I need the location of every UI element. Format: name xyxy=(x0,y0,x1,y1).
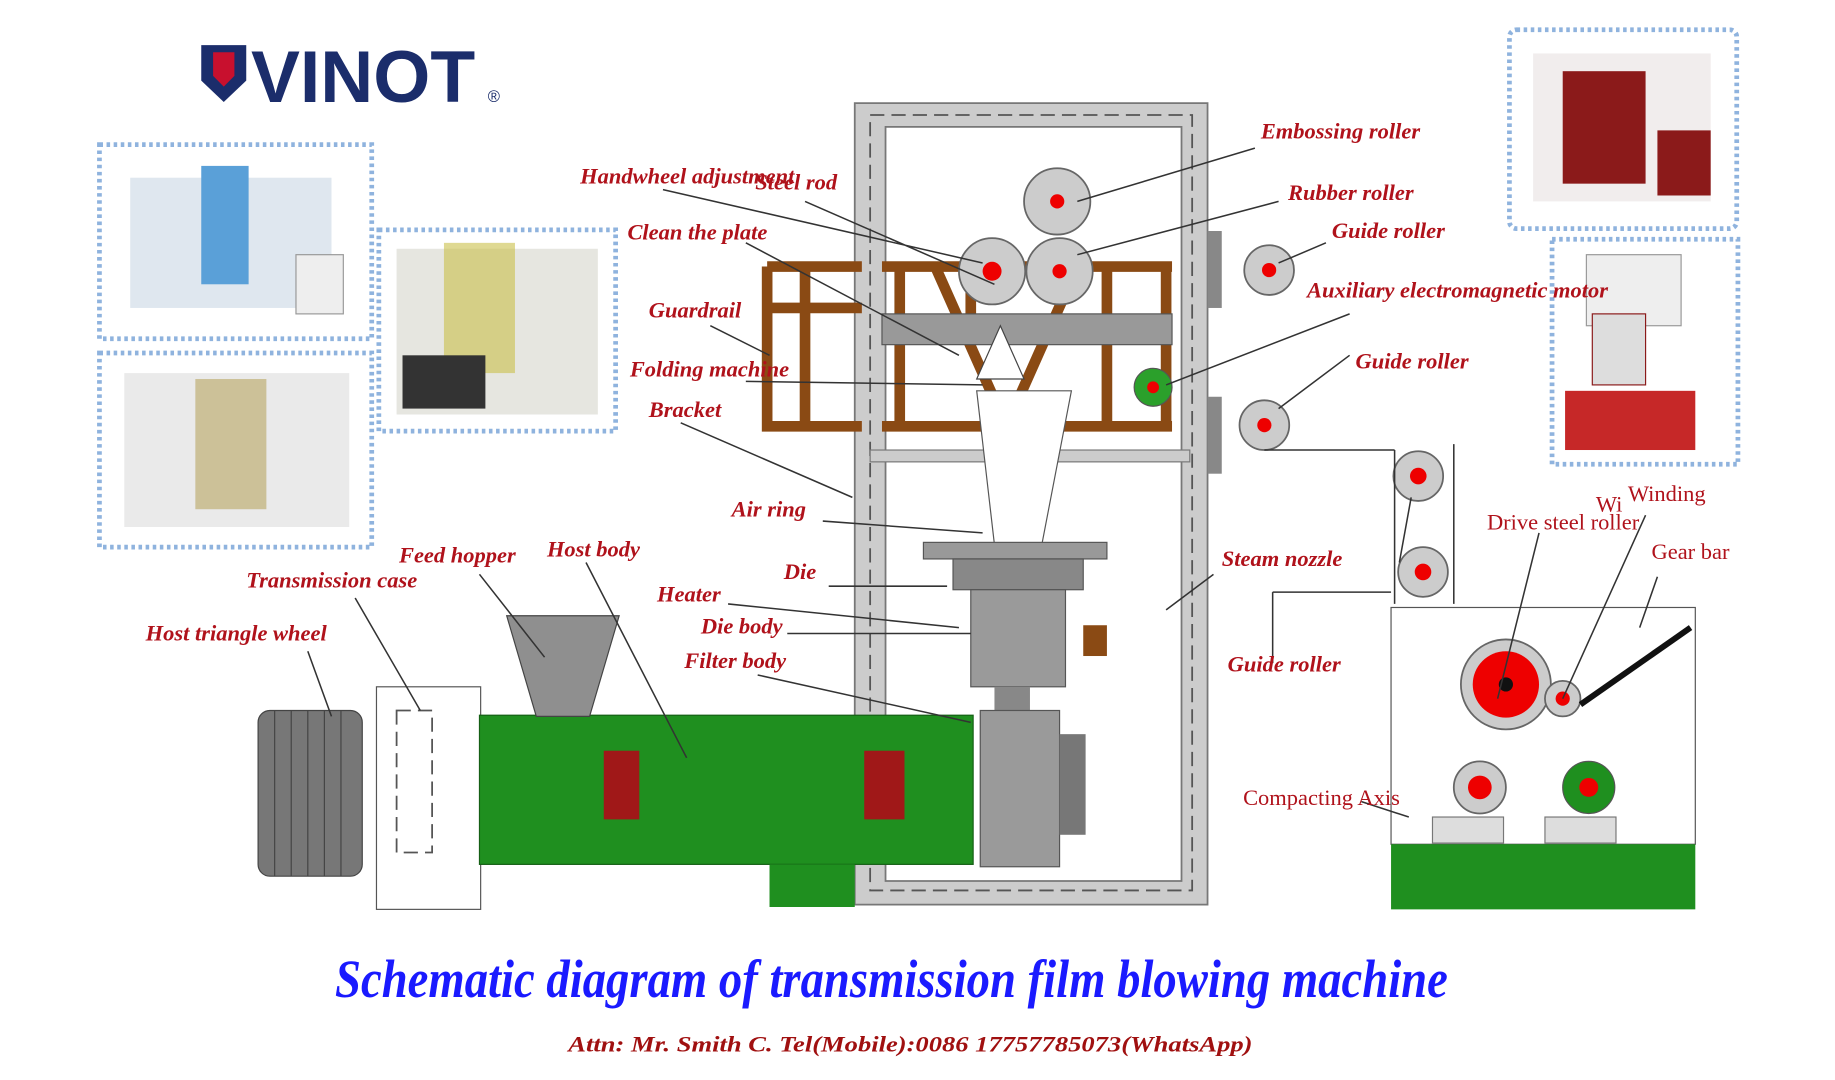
logo-text: VINOT xyxy=(251,36,475,118)
label-die: Die xyxy=(783,559,816,584)
label-auxiliary-motor: Auxiliary electromagnetic motor xyxy=(1305,277,1608,302)
label-host-body: Host body xyxy=(546,537,641,562)
label-guide-roller-1: Guide roller xyxy=(1332,218,1445,243)
brand-logo: VINOT ® xyxy=(201,36,500,118)
product-photo-4 xyxy=(1507,27,1740,232)
label-rubber-roller: Rubber roller xyxy=(1287,180,1414,205)
extruder xyxy=(257,615,974,910)
label-compacting-axis: Compacting Axis xyxy=(1243,785,1400,810)
label-host-triangle-wheel: Host triangle wheel xyxy=(145,621,328,646)
label-handwheel-adjustment: Handwheel adjustment xyxy=(579,164,795,189)
registered-mark: ® xyxy=(488,87,500,106)
label-air-ring: Air ring xyxy=(730,496,806,521)
product-photo-5 xyxy=(1549,236,1741,467)
label-guardrail: Guardrail xyxy=(649,297,742,322)
label-folding-machine: Folding machine xyxy=(629,357,789,382)
leader-lines xyxy=(307,147,1659,818)
winder xyxy=(1390,606,1696,910)
label-bracket: Bracket xyxy=(648,397,722,422)
rollers-top xyxy=(958,167,1455,604)
label-steel-rod: Steel rod xyxy=(755,170,838,195)
bubble-and-die xyxy=(922,390,1108,868)
product-photo-3 xyxy=(97,350,375,550)
label-drive-steel-roller: Drive steel roller xyxy=(1487,509,1640,534)
label-guide-roller-3: Guide roller xyxy=(1228,651,1341,676)
label-heater: Heater xyxy=(656,582,721,607)
contact-info: Attn: Mr. Smith C. Tel(Mobile):0086 1775… xyxy=(566,1031,1253,1056)
label-transmission-case: Transmission case xyxy=(246,567,417,592)
label-clean-the-plate: Clean the plate xyxy=(627,219,767,244)
label-guide-roller-2: Guide roller xyxy=(1356,348,1469,373)
product-photo-2 xyxy=(376,227,618,434)
label-filter-body: Filter body xyxy=(683,648,787,673)
label-feed-hopper: Feed hopper xyxy=(398,542,516,567)
label-gear-bar: Gear bar xyxy=(1652,539,1731,564)
label-embossing-roller: Embossing roller xyxy=(1260,119,1421,144)
labels: Handwheel adjustment Steel rod Clean the… xyxy=(145,119,1730,811)
label-winding: Winding xyxy=(1628,481,1706,506)
diagram-title: Schematic diagram of transmission film b… xyxy=(335,948,1448,1009)
label-steam-nozzle: Steam nozzle xyxy=(1222,546,1343,571)
product-photo-1 xyxy=(97,142,375,342)
label-winding-fragment: Wi xyxy=(1596,492,1623,517)
label-die-body: Die body xyxy=(700,614,784,639)
